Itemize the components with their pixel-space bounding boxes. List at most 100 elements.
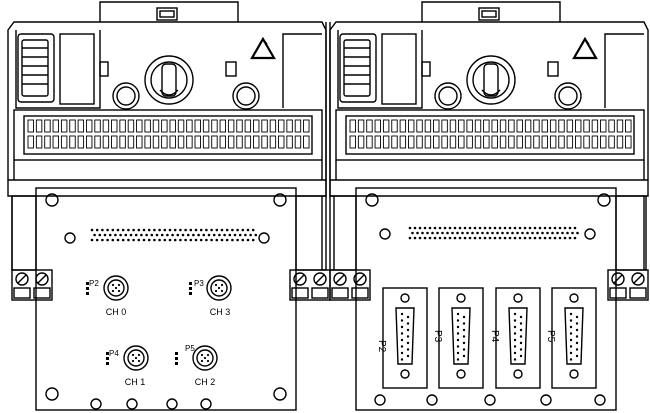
connector-pin-dot: [121, 228, 125, 232]
connector-pin-dot: [137, 228, 141, 232]
dsub-pin: [456, 358, 460, 361]
terminal-block: [289, 269, 331, 301]
connector-pin-dot: [476, 231, 479, 235]
dsub-pin: [462, 322, 466, 325]
connector-pin-dot: [106, 238, 109, 242]
connector-pin-dot: [466, 231, 469, 235]
ribbon-pin: [499, 135, 507, 149]
status-button: [225, 61, 237, 77]
dsub-pin: [519, 341, 523, 345]
connector-pin-dot: [558, 226, 562, 230]
ribbon-pin: [349, 119, 356, 133]
ribbon-pin: [483, 119, 490, 133]
top-tab-latch: [156, 7, 178, 21]
connector-pin-dot: [503, 236, 507, 240]
connector-pin-dot: [127, 238, 130, 242]
mount-hole-small: [426, 394, 438, 406]
channel-label-ch3: CH 3: [210, 307, 231, 317]
channel-label-ch1: CH 1: [125, 377, 146, 387]
ribbon-pin: [366, 135, 373, 149]
dsub-screw: [456, 369, 466, 379]
connector-pin-dot: [543, 226, 547, 230]
ribbon-pin: [244, 119, 252, 133]
terminal-wire-entry: [331, 287, 349, 299]
ribbon-pin: [516, 135, 523, 149]
ribbon-pin: [357, 119, 365, 133]
indicator-lamp: [554, 82, 582, 110]
m12-pin: [117, 283, 121, 287]
connector-pin-dot: [573, 236, 577, 240]
dsub-pin: [456, 325, 460, 329]
recycle-icon: [250, 36, 276, 60]
m12-pin: [117, 289, 121, 293]
connector-pin-dot: [526, 231, 529, 235]
connector-pin-dot: [443, 236, 447, 240]
connector-pin-dot: [506, 231, 509, 235]
connector-pin-dot: [119, 233, 122, 237]
m12-led: [189, 292, 192, 295]
mount-hole-small: [484, 394, 496, 406]
housing-lip: [335, 160, 645, 180]
connector-pin-dot: [215, 228, 219, 232]
connector-pin-dot: [423, 226, 427, 230]
connector-pin-dot: [129, 233, 133, 237]
dsub-screw: [513, 369, 523, 379]
mount-hole-small: [90, 398, 102, 410]
m12-inner: [127, 349, 145, 367]
dsub-pin: [456, 338, 460, 342]
connector-pin-dot: [528, 236, 532, 240]
connector-pin-dot: [496, 231, 499, 235]
connector-pin-dot: [137, 238, 141, 242]
connector-pin-dot: [503, 226, 507, 230]
ribbon-pin: [491, 119, 498, 133]
terminal-housing: [607, 269, 649, 301]
dsub-label-p4: P4: [489, 330, 500, 343]
right-housing-edge: [604, 33, 644, 108]
connector-pin-dot: [197, 233, 200, 237]
terminal-screw-slot: [335, 274, 345, 284]
ribbon-pin: [194, 135, 201, 149]
ribbon-pin: [152, 119, 160, 133]
connector-pin-dot: [207, 233, 211, 237]
connector-pin-dot: [150, 233, 154, 237]
connector-pin-dot: [93, 233, 96, 237]
m12-pin: [131, 353, 135, 357]
connector-pin-dot: [491, 231, 494, 235]
top-tab-latch-inner: [481, 10, 497, 18]
connector-pin-dot: [448, 236, 452, 240]
ribbon-pin: [625, 135, 632, 149]
connector-pin-dot: [238, 233, 242, 237]
latch-detent: [99, 61, 109, 77]
ribbon-pin: [625, 119, 632, 133]
terminal-wire-entry: [629, 287, 647, 299]
ribbon-pin: [60, 119, 68, 133]
dsub-pin: [513, 312, 517, 316]
m12-led: [175, 362, 178, 365]
ribbon-pin: [102, 119, 110, 133]
mount-hole-small: [374, 394, 386, 406]
connector-pin-dot: [563, 226, 567, 230]
connector-pin-dot: [140, 233, 143, 237]
terminal-housing: [329, 269, 371, 301]
dsub-pin: [575, 328, 579, 332]
ribbon-pin: [44, 135, 51, 149]
screw-head: [584, 228, 596, 240]
recycle-arrow: [589, 50, 598, 59]
terminal-screw-slot: [315, 274, 325, 284]
connector-pin-dot: [163, 238, 167, 242]
dsub-pin: [400, 312, 404, 316]
screw-head: [258, 232, 270, 244]
indicator-lamp: [112, 82, 140, 110]
m12-connector-icon: [86, 275, 129, 301]
connector-pin-dot: [418, 226, 422, 230]
dsub-pin: [400, 338, 404, 342]
ribbon-pin: [508, 135, 515, 149]
ribbon-pin: [549, 119, 557, 133]
connector-pin-dot: [473, 226, 477, 230]
ribbon-pin: [85, 119, 93, 133]
ribbon-pin: [202, 119, 210, 133]
mount-hole-small: [126, 398, 138, 410]
ribbon-pin: [177, 119, 185, 133]
mount-hole: [365, 193, 379, 207]
terminal-screw-icon: [15, 272, 29, 286]
